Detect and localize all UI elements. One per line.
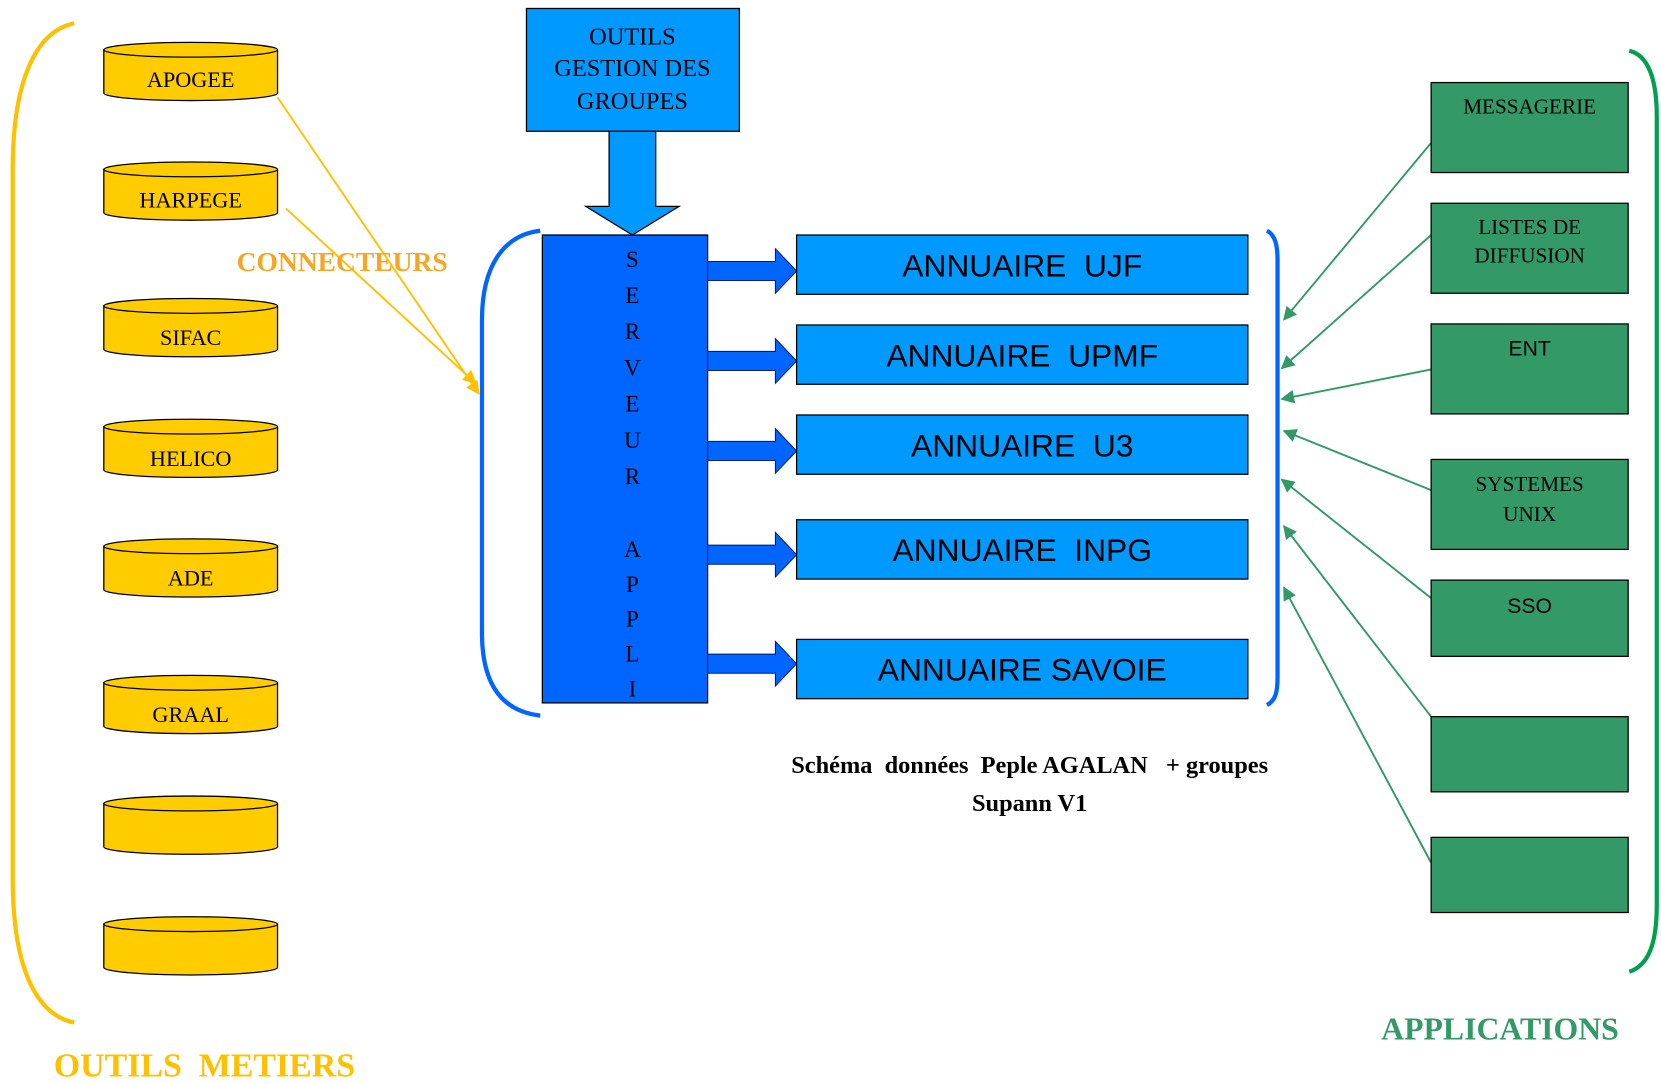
connector-line-harpege <box>285 207 477 385</box>
down-arrow <box>583 130 682 236</box>
arrow-to-savoie <box>707 640 798 688</box>
database-sifac: SIFAC <box>103 297 279 358</box>
app-blank <box>1430 716 1629 793</box>
app-label: ENT <box>1508 338 1550 361</box>
database-label: SIFAC <box>160 325 221 350</box>
connector-line-apogee <box>276 96 480 395</box>
database-ade: ADE <box>103 538 279 598</box>
app-listes-diffusion <box>1430 202 1629 294</box>
arrow-to-u3 <box>707 427 798 475</box>
app-blank <box>1430 836 1629 914</box>
group-tools-line: GROUPES <box>577 88 688 115</box>
database-blank <box>103 795 279 855</box>
app-link-messagerie <box>1283 142 1432 321</box>
directory-upmf <box>795 324 1249 385</box>
database-helico: HELICO <box>103 418 279 479</box>
app-label: SSO <box>1507 595 1552 618</box>
applications-title: APPLICATIONS <box>1381 1012 1619 1047</box>
caption-line: Schéma données Peple AGALAN + groupes <box>791 752 1268 779</box>
app-systemes-unix <box>1430 458 1629 551</box>
directory-savoie <box>795 638 1249 700</box>
app-messagerie <box>1430 81 1629 174</box>
app-label: MESSAGERIE <box>1463 94 1596 118</box>
database-label: HELICO <box>150 446 231 471</box>
app-link-listes <box>1280 234 1432 370</box>
app-link-systemes <box>1282 429 1432 492</box>
app-sso <box>1430 579 1629 657</box>
directory-inpg <box>795 519 1249 580</box>
database-graal: GRAAL <box>103 674 279 735</box>
group-tools-line: OUTILS <box>589 23 676 50</box>
app-link-sso <box>1280 478 1432 599</box>
arrow-to-ujf <box>707 247 798 295</box>
business-tools-title: OUTILS METIERS <box>54 1048 355 1084</box>
directory-label: ANNUAIRE INPG <box>893 532 1152 568</box>
directory-label: ANNUAIRE U3 <box>911 427 1133 463</box>
directory-label: ANNUAIRE UJF <box>902 247 1142 283</box>
directory-label: ANNUAIRE SAVOIE <box>878 652 1167 688</box>
database-label: GRAAL <box>152 702 229 727</box>
server-appli-box <box>541 234 709 704</box>
directory-ujf <box>795 234 1249 295</box>
server-left-bracket <box>479 228 541 718</box>
arrow-to-upmf <box>707 337 798 385</box>
app-link-blank <box>1283 586 1432 864</box>
database-label: APOGEE <box>147 67 235 92</box>
database-blank <box>103 916 279 976</box>
group-tools-line: GESTION DES <box>554 55 710 82</box>
directories-right-bracket <box>1265 228 1280 707</box>
app-label: UNIX <box>1503 502 1556 526</box>
connectors-label: CONNECTEURS <box>237 246 448 277</box>
directory-u3 <box>795 414 1249 475</box>
caption-line: Supann V1 <box>972 790 1087 817</box>
directory-label: ANNUAIRE UPMF <box>886 337 1158 373</box>
app-link-blank <box>1283 525 1432 718</box>
applications-bracket <box>1628 48 1659 974</box>
business-tools-bracket <box>10 21 75 1025</box>
database-harpege: HARPEGE <box>103 161 279 221</box>
app-label: LISTES DE <box>1478 215 1581 239</box>
database-label: HARPEGE <box>139 187 242 212</box>
database-apogee: APOGEE <box>103 41 279 102</box>
database-label: ADE <box>168 565 214 590</box>
app-label: DIFFUSION <box>1474 244 1585 268</box>
app-link-ent <box>1280 368 1432 404</box>
app-ent <box>1430 323 1629 415</box>
arrow-to-inpg <box>707 531 798 579</box>
app-label: SYSTEMES <box>1476 472 1584 496</box>
